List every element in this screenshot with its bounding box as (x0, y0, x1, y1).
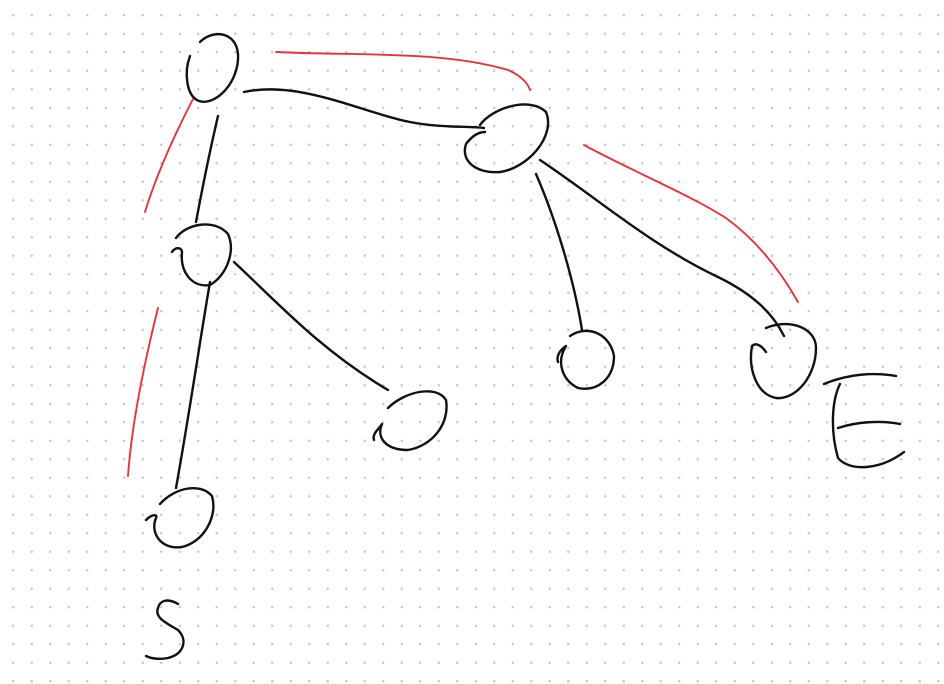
node-right-child (463, 103, 550, 174)
edge-left-child-left-left-leaf (174, 280, 212, 490)
node-left-left-leaf (144, 487, 215, 549)
start-label: S (144, 599, 185, 661)
highlight-root-left-child (144, 98, 194, 213)
node-left-child (170, 223, 232, 287)
edge-right-child-right-left-leaf (534, 172, 584, 332)
edge-root-right-child (242, 88, 486, 130)
node-right-left-leaf (556, 329, 616, 390)
node-left-right-leaf (372, 390, 448, 452)
highlight-right-child-right-leaf (583, 144, 799, 303)
highlighted-path (127, 51, 799, 477)
highlight-left-child-leaf (127, 307, 159, 477)
tree-nodes (144, 33, 818, 549)
end-label-glyph (822, 372, 906, 469)
node-root (185, 33, 240, 103)
start-label-glyph (144, 599, 185, 661)
tree-edges (174, 88, 786, 490)
node-right-right-leaf (749, 322, 818, 400)
edge-root-left-child (194, 114, 220, 224)
edge-left-child-left-right-leaf (232, 260, 390, 392)
highlight-root-right-child (275, 51, 531, 91)
edge-right-child-right-right-leaf (538, 158, 786, 338)
end-label: E (822, 372, 906, 469)
